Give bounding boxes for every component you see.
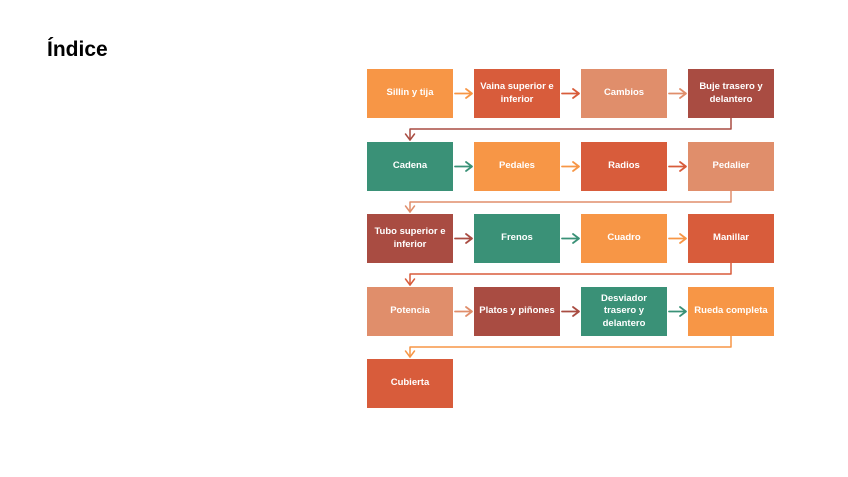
flow-box-sillin-y-tija[interactable]: Sillin y tija xyxy=(367,69,453,118)
arrow-manillar-to-potencia-line xyxy=(409,262,732,286)
page-title: Índice xyxy=(47,38,108,61)
arrow-tubo-superior-e-inferior-to-frenos-head xyxy=(465,233,473,244)
flow-box-platos-y-pinones[interactable]: Platos y piñones xyxy=(474,287,560,336)
arrow-cambios-to-buje-trasero-y-delantero-head xyxy=(679,88,687,99)
arrow-frenos-to-cuadro-head xyxy=(572,233,580,244)
flow-box-label: Platos y piñones xyxy=(479,305,555,317)
flow-box-desviador-trasero-y-delantero[interactable]: Desviador trasero y delantero xyxy=(581,287,667,336)
flow-box-radios[interactable]: Radios xyxy=(581,142,667,191)
flow-box-label: Pedalier xyxy=(712,160,750,172)
flow-box-label: Vaina superior e inferior xyxy=(480,81,554,105)
flow-box-label: Rueda completa xyxy=(694,305,768,317)
arrow-cadena-to-pedales-head xyxy=(465,161,473,172)
arrow-potencia-to-platos-y-pinones-head xyxy=(465,306,473,317)
arrow-pedalier-to-tubo-superior-e-inferior-line xyxy=(409,190,732,213)
flow-box-cubierta[interactable]: Cubierta xyxy=(367,359,453,408)
flow-box-potencia[interactable]: Potencia xyxy=(367,287,453,336)
flow-box-label: Radios xyxy=(608,160,640,172)
flow-box-rueda-completa[interactable]: Rueda completa xyxy=(688,287,774,336)
flow-box-cambios[interactable]: Cambios xyxy=(581,69,667,118)
arrow-pedalier-to-tubo-superior-e-inferior-head xyxy=(404,205,416,213)
arrow-buje-trasero-y-delantero-to-cadena-line xyxy=(409,117,732,141)
flow-box-label: Cuadro xyxy=(607,232,641,244)
flow-box-label: Frenos xyxy=(501,232,533,244)
arrow-vaina-superior-e-inferior-to-cambios-head xyxy=(572,88,580,99)
arrow-radios-to-pedalier-head xyxy=(679,161,687,172)
arrow-cuadro-to-manillar-head xyxy=(679,233,687,244)
flow-box-label: Cadena xyxy=(392,160,428,172)
flow-box-manillar[interactable]: Manillar xyxy=(688,214,774,263)
flow-box-label: Pedales xyxy=(499,160,535,172)
flow-box-label: Desviador trasero y delantero xyxy=(601,292,647,329)
flow-box-label: Cambios xyxy=(603,87,645,99)
flow-box-label: Tubo superior e inferior xyxy=(374,226,446,250)
flow-box-label: Buje trasero y delantero xyxy=(699,81,763,105)
flow-box-label: Manillar xyxy=(713,232,749,244)
flow-box-frenos[interactable]: Frenos xyxy=(474,214,560,263)
flow-box-label: Potencia xyxy=(390,305,430,317)
arrow-platos-y-pinones-to-desviador-trasero-y-delantero-head xyxy=(572,306,580,317)
flow-box-buje-trasero-y-delantero[interactable]: Buje trasero y delantero xyxy=(688,69,774,118)
arrow-rueda-completa-to-cubierta-head xyxy=(404,350,416,358)
arrow-manillar-to-potencia-head xyxy=(404,278,416,286)
arrow-rueda-completa-to-cubierta-line xyxy=(409,335,732,358)
arrow-pedales-to-radios-head xyxy=(572,161,580,172)
arrow-desviador-trasero-y-delantero-to-rueda-completa-head xyxy=(679,306,687,317)
flow-box-cadena[interactable]: Cadena xyxy=(367,142,453,191)
flow-box-cuadro[interactable]: Cuadro xyxy=(581,214,667,263)
flow-box-tubo-superior-e-inferior[interactable]: Tubo superior e inferior xyxy=(367,214,453,263)
flow-box-label: Cubierta xyxy=(390,377,430,389)
flow-box-vaina-superior-e-inferior[interactable]: Vaina superior e inferior xyxy=(474,69,560,118)
arrow-sillin-y-tija-to-vaina-superior-e-inferior-head xyxy=(465,88,473,99)
flow-box-pedales[interactable]: Pedales xyxy=(474,142,560,191)
arrow-buje-trasero-y-delantero-to-cadena-head xyxy=(404,133,416,141)
flow-box-label: Sillin y tija xyxy=(386,87,434,99)
flow-box-pedalier[interactable]: Pedalier xyxy=(688,142,774,191)
